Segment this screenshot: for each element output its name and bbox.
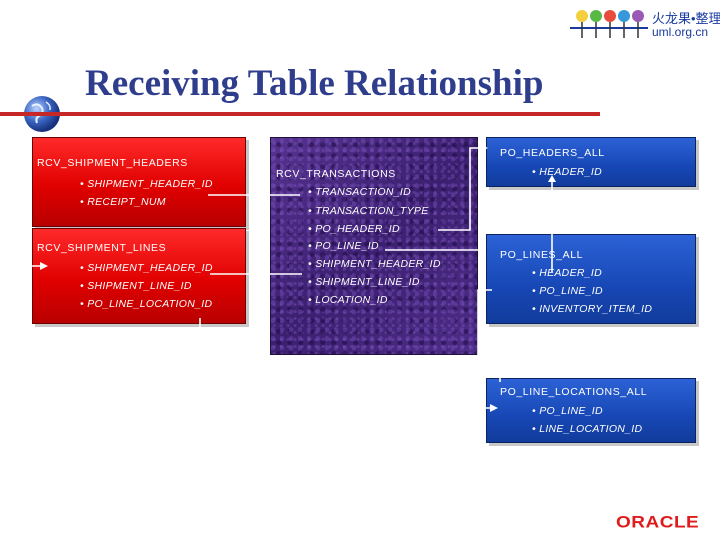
rcv-transactions-field-5: • SHIPMENT_HEADER_ID — [308, 258, 441, 270]
po-line-locations-all-name: PO_LINE_LOCATIONS_ALL — [500, 386, 648, 398]
rcv-shipment-headers-field-2: • RECEIPT_NUM — [80, 196, 166, 208]
arrowhead-header-lines — [40, 262, 48, 270]
arrowhead-polines-linelocations — [490, 404, 498, 412]
rcv-transactions-field-6: • SHIPMENT_LINE_ID — [308, 276, 420, 288]
po-line-locations-all-table — [486, 378, 696, 443]
po-headers-all-name: PO_HEADERS_ALL — [500, 147, 605, 159]
po-lines-all-table — [486, 234, 696, 324]
po-line-locations-all-field-2: • LINE_LOCATION_ID — [532, 423, 643, 435]
connector-lines-linelocations — [199, 318, 501, 382]
connector-header-lines — [17, 183, 40, 267]
rcv-transactions-field-3: • PO_HEADER_ID — [308, 223, 400, 235]
page-title: Receiving Table Relationship — [85, 63, 544, 104]
arrowhead-trans-poheaders — [480, 144, 488, 152]
rcv-shipment-headers-field-1: • SHIPMENT_HEADER_ID — [80, 178, 213, 190]
rcv-transactions-field-7: • LOCATION_ID — [308, 294, 388, 306]
rcv-shipment-headers-table — [32, 137, 246, 227]
people-logo-icon — [570, 10, 648, 38]
logo-line2: uml.org.cn — [652, 25, 709, 39]
po-headers-all-field-1: • HEADER_ID — [532, 166, 602, 178]
rcv-shipment-headers-name: RCV_SHIPMENT_HEADERS — [37, 157, 188, 169]
connector-trans-poheaders — [438, 147, 480, 231]
rcv-transactions-field-1: • TRANSACTION_ID — [308, 186, 411, 198]
rcv-shipment-lines-field-3: • PO_LINE_LOCATION_ID — [80, 298, 213, 310]
rcv-transactions-field-4: • PO_LINE_ID — [308, 240, 379, 252]
po-lines-all-field-2: • PO_LINE_ID — [532, 285, 603, 297]
po-lines-all-field-3: • INVENTORY_ITEM_ID — [532, 303, 653, 315]
po-lines-all-name: PO_LINES_ALL — [500, 249, 584, 261]
rcv-shipment-lines-name: RCV_SHIPMENT_LINES — [37, 242, 167, 254]
rcv-transactions-table — [270, 137, 478, 355]
po-lines-all-field-1: • HEADER_ID — [532, 267, 602, 279]
rcv-shipment-lines-field-2: • SHIPMENT_LINE_ID — [80, 280, 192, 292]
rcv-transactions-field-2: • TRANSACTION_TYPE — [308, 205, 429, 217]
rcv-shipment-lines-table — [32, 228, 246, 324]
rcv-shipment-lines-field-1: • SHIPMENT_HEADER_ID — [80, 262, 213, 274]
connector-polines-linelocations — [477, 289, 492, 409]
title-rule — [0, 112, 600, 116]
po-headers-all-table — [486, 137, 696, 187]
logo-line1: 火龙果•整理 — [652, 11, 720, 26]
po-line-locations-all-field-1: • PO_LINE_ID — [532, 405, 603, 417]
rcv-transactions-name: RCV_TRANSACTIONS — [276, 168, 396, 180]
oracle-logo: ORACLE — [616, 514, 700, 532]
site-logo: 火龙果•整理 uml.org.cn — [560, 6, 720, 42]
arrowhead-poheaders-polines — [548, 175, 556, 182]
